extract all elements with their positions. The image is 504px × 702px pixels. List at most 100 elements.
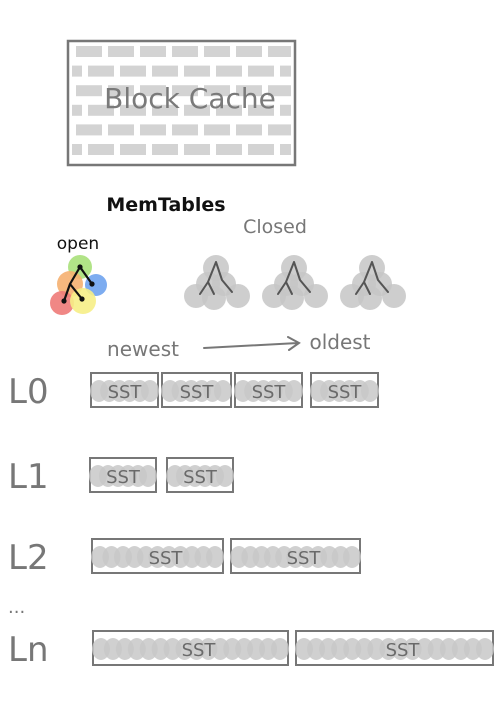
open-tree-leaf [79, 296, 85, 302]
newest-label: newest [107, 337, 179, 361]
cache-brick [248, 104, 274, 116]
closed-tree-node [304, 284, 328, 308]
cache-brick [204, 124, 230, 136]
cache-brick [88, 65, 114, 77]
cache-brick [172, 124, 198, 136]
sst-file: SST [92, 630, 289, 666]
open-memtable-tree [50, 255, 107, 315]
cache-brick [140, 46, 166, 57]
sst-file: SST [166, 457, 234, 493]
sst-blob [343, 546, 361, 568]
sst-file: SST [91, 538, 224, 574]
sst-file: SST [90, 372, 159, 408]
sst-file: SST [230, 538, 361, 574]
closed-memtable-tree [184, 255, 250, 310]
cache-brick [72, 104, 82, 116]
sst-label: SST [149, 548, 184, 569]
cache-bricks [72, 46, 291, 155]
cache-brick [236, 85, 262, 97]
sst-blob [361, 380, 379, 402]
sst-blob [285, 380, 303, 402]
sst-blob [214, 380, 232, 402]
oldest-label: oldest [309, 330, 370, 354]
cache-brick [216, 104, 242, 116]
level-label: L1 [8, 457, 49, 497]
cache-brick [216, 65, 242, 77]
level-label: L2 [8, 538, 49, 578]
cache-brick [184, 104, 210, 116]
cache-brick [88, 144, 114, 155]
cache-brick [152, 65, 178, 77]
sst-file: SST [234, 372, 303, 408]
sst-label: SST [183, 467, 218, 488]
cache-brick [268, 124, 291, 136]
closed-tree-node [382, 284, 406, 308]
cache-brick [248, 65, 274, 77]
cache-brick [72, 65, 82, 77]
closed-tree-edges [277, 261, 311, 295]
closed-memtable-tree [262, 255, 328, 310]
closed-tree-edges [355, 261, 389, 295]
cache-brick [120, 104, 146, 116]
cache-brick [184, 144, 210, 155]
closed-memtables-label: Closed [243, 216, 307, 238]
level-label: Ln [8, 630, 49, 670]
block-cache-label: Block Cache [104, 82, 276, 115]
cache-brick [204, 46, 230, 57]
sst-blob [139, 465, 157, 487]
sst-blob [271, 638, 289, 660]
sst-blob [476, 638, 494, 660]
cache-brick [88, 104, 114, 116]
order-arrow [203, 336, 301, 351]
level-label: L0 [8, 372, 49, 412]
closed-tree-edges [199, 261, 233, 295]
cache-brick [120, 65, 146, 77]
sst-file: SST [89, 457, 157, 493]
open-memtable-label: open [57, 234, 99, 254]
sst-label: SST [106, 467, 141, 488]
cache-brick [76, 85, 102, 97]
cache-brick [120, 144, 146, 155]
level-5: Ln SST SST [8, 630, 494, 670]
node-red [50, 291, 74, 315]
cache-brick [172, 46, 198, 57]
sst-label: SST [180, 382, 215, 403]
sst-file: SST [295, 630, 494, 666]
level-2: L1 SST SST [8, 457, 234, 497]
cache-brick [280, 144, 291, 155]
cache-brick [216, 144, 242, 155]
cache-brick [76, 46, 102, 57]
cache-brick [236, 46, 262, 57]
closed-tree-node [226, 284, 250, 308]
level-1: L0 SST SST SST SST [8, 372, 379, 412]
cache-brick [76, 124, 102, 136]
cache-brick [72, 144, 82, 155]
cache-brick [248, 144, 274, 155]
level-3: L2 SST SST [8, 538, 361, 578]
open-tree-leaf [89, 281, 95, 287]
cache-brick [152, 144, 178, 155]
sst-label: SST [386, 640, 421, 661]
open-tree-edges [62, 265, 94, 303]
sst-label: SST [287, 548, 322, 569]
cache-brick [108, 46, 134, 57]
cache-brick [152, 104, 178, 116]
cache-brick [108, 124, 134, 136]
closed-memtable-tree [340, 255, 406, 310]
sst-file: SST [161, 372, 232, 408]
sst-label: SST [182, 640, 217, 661]
cache-brick [280, 104, 291, 116]
block-cache: Block Cache [66, 39, 297, 167]
open-tree-leaf [61, 298, 67, 304]
closed-memtables [184, 255, 406, 310]
open-tree-root [77, 264, 83, 270]
level-label: ... [8, 597, 25, 618]
closed-tree-node [280, 286, 304, 310]
cache-brick [280, 65, 291, 77]
sst-blob [141, 380, 159, 402]
sst-label: SST [328, 382, 363, 403]
sst-blob [206, 546, 224, 568]
cache-brick [236, 124, 262, 136]
memtables-title: MemTables [106, 194, 225, 216]
